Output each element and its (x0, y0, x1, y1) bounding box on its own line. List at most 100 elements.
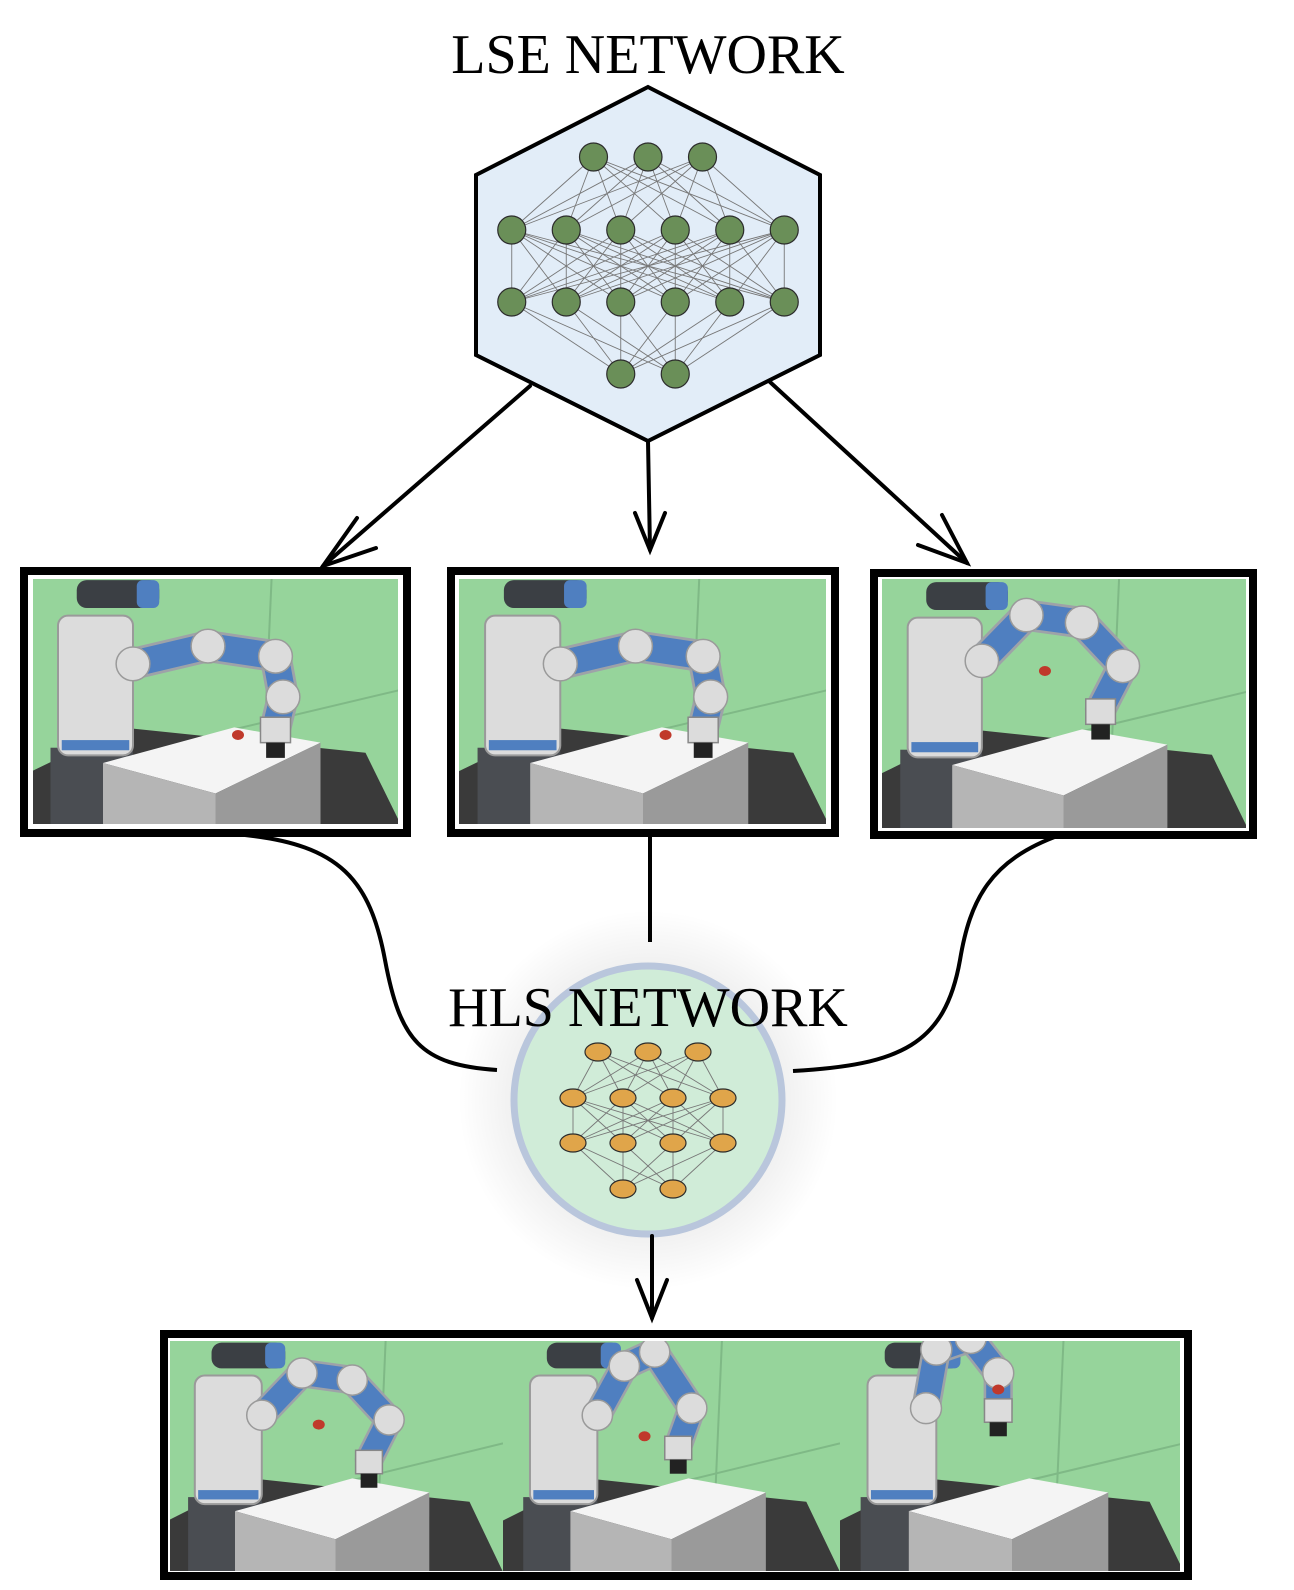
lse-edge (565, 301, 622, 375)
lse-edge (620, 229, 785, 303)
robot-joint (373, 1404, 405, 1436)
lse-network-title: LSE NETWORK (451, 24, 845, 86)
robot-fingers (360, 1473, 378, 1488)
robot-joint (909, 1391, 943, 1425)
robot-joint (115, 646, 151, 682)
scene-sequence-2 (503, 1341, 840, 1571)
robot-head-accent (265, 1342, 286, 1369)
arrow-left (321, 384, 532, 568)
lse-edge (511, 229, 785, 303)
output-sequence-frame (160, 1330, 1192, 1580)
table-top (952, 729, 1168, 796)
hls-edge (622, 1097, 724, 1144)
scene-frame-1 (20, 567, 411, 837)
hls-node-layer-4 (659, 1179, 687, 1199)
hls-node-layer-1 (684, 1042, 712, 1062)
robot-head-accent (564, 580, 587, 609)
robot-band (533, 1490, 594, 1500)
robot-joint (581, 1399, 614, 1432)
robot-gripper (664, 1435, 693, 1461)
robot-joint (685, 638, 721, 674)
lse-node-layer-3 (606, 287, 636, 317)
lse-edge (620, 301, 730, 375)
table-front (952, 764, 1064, 828)
robot-fingers (669, 1459, 687, 1474)
target-object (1038, 665, 1051, 676)
robot-joint (638, 1341, 671, 1368)
lse-node-layer-4 (660, 359, 690, 389)
lse-network-graph (497, 142, 799, 389)
lse-edge (511, 229, 567, 303)
robot-fingers (693, 742, 713, 758)
robot-joint (964, 643, 1000, 679)
robot-fingers (1091, 724, 1110, 740)
robot-band (870, 1490, 933, 1500)
lse-edge (620, 301, 676, 375)
hls-node-layer-2 (559, 1088, 587, 1108)
scene-reach-2 (459, 579, 826, 824)
table-side (215, 742, 321, 824)
hls-network-graph (559, 1042, 737, 1199)
connector-left (244, 833, 498, 1072)
table-top (570, 1478, 766, 1540)
lse-edge (702, 156, 785, 231)
table-top (235, 1478, 430, 1540)
lse-node-layer-2 (660, 215, 690, 245)
hls-node-layer-2 (659, 1088, 687, 1108)
scene-reach-1 (33, 579, 398, 824)
lse-node-layer-2 (497, 215, 527, 245)
target-object (992, 1384, 1005, 1395)
hls-node-layer-3 (609, 1133, 637, 1153)
lse-node-layer-4 (606, 359, 636, 389)
lse-edge (511, 229, 621, 303)
lse-node-layer-3 (660, 287, 690, 317)
hls-edge (572, 1051, 649, 1099)
table-front (235, 1511, 336, 1571)
lse-node-layer-1 (633, 142, 663, 172)
lse-node-layer-3 (715, 287, 745, 317)
arrow-right (768, 380, 969, 565)
arrow-center (646, 439, 652, 552)
table-side (1063, 744, 1168, 828)
robot-joint (1008, 597, 1044, 633)
lse-node-layer-1 (578, 142, 609, 172)
robot-gripper (687, 716, 719, 744)
robot-joint (1064, 605, 1100, 641)
robot-joint (245, 1399, 278, 1432)
table-side (1012, 1492, 1109, 1571)
hls-edge (622, 1142, 674, 1190)
lse-edge (511, 156, 594, 231)
scene-sequence-1 (170, 1341, 503, 1571)
robot-band (911, 742, 979, 753)
table-side (643, 742, 749, 824)
target-object (312, 1419, 325, 1430)
lse-edge (675, 301, 785, 375)
robot-head-accent (136, 580, 160, 609)
lse-node-layer-3 (497, 287, 527, 317)
hls-edge (622, 1051, 699, 1099)
robot-joint (336, 1364, 369, 1396)
hls-edge (622, 1142, 724, 1190)
robot-joint (1105, 648, 1141, 684)
robot-joint (265, 679, 301, 715)
scene-lift (882, 579, 1246, 828)
lse-node-layer-2 (769, 215, 799, 245)
hls-node-layer-3 (659, 1133, 687, 1153)
hls-edge (572, 1142, 624, 1190)
lse-edge (566, 156, 703, 231)
lse-to-scenes-arrows (317, 380, 972, 570)
hls-node-layer-4 (609, 1179, 637, 1199)
lse-node-layer-3 (769, 287, 799, 317)
robot-torso (528, 1374, 599, 1506)
lse-node-layer-1 (687, 142, 718, 172)
robot-gripper (354, 1449, 384, 1475)
target-object (232, 730, 244, 741)
bottom-scene-strip (160, 1330, 1192, 1580)
hls-node-layer-2 (609, 1088, 637, 1108)
scene-frame-3 (870, 569, 1257, 839)
table-front (908, 1511, 1012, 1571)
hls-edge (572, 1097, 724, 1144)
robot-joint (190, 628, 226, 664)
robot-joint (542, 646, 578, 682)
